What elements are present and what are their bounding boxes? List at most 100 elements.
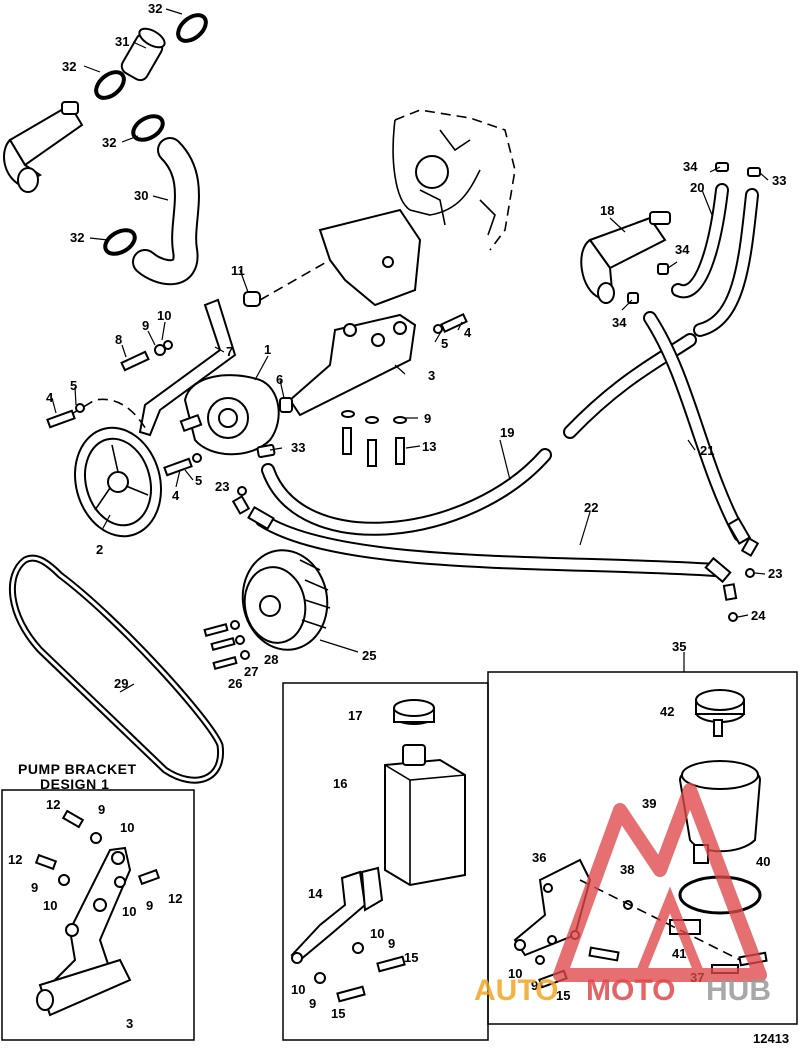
callout-9: 9 (388, 936, 395, 951)
engine-block-outline (392, 109, 516, 251)
watermark-moto: MOTO (586, 974, 675, 1007)
figure-number: 12413 (753, 1031, 789, 1046)
bracket-7 (138, 298, 237, 437)
callout-1: 1 (264, 342, 271, 357)
callout-34: 34 (675, 242, 690, 257)
watermark-logo (553, 783, 767, 982)
callout-labels: 32 31 32 32 30 32 11 10 9 8 7 1 6 5 4 5 … (8, 1, 786, 1031)
callout-8: 8 (115, 332, 122, 347)
callout-12: 12 (168, 891, 182, 906)
power-steering-pump-1 (179, 374, 280, 456)
callout-15: 15 (331, 1006, 345, 1021)
thermostat-housing (3, 101, 84, 193)
callout-30: 30 (134, 188, 148, 203)
hose-19 (261, 333, 697, 536)
callout-14: 14 (308, 886, 323, 901)
callout-19: 19 (500, 425, 514, 440)
reservoir-18 (580, 211, 671, 304)
callout-32: 32 (70, 230, 84, 245)
spacer-11 (243, 291, 261, 307)
callout-2: 2 (96, 542, 103, 557)
callout-4: 4 (464, 325, 472, 340)
pump-bracket-3 (288, 208, 422, 417)
hose-clamps-32 (94, 13, 208, 256)
bolts-and-washers (46, 162, 761, 622)
callout-32: 32 (62, 59, 76, 74)
callout-20: 20 (690, 180, 704, 195)
callout-5: 5 (70, 378, 77, 393)
watermark-auto: AUTO (474, 974, 558, 1007)
callout-10: 10 (157, 308, 171, 323)
inset-box-pump-bracket (1, 789, 195, 1041)
watermark-text: AUTO MOTO HUB (474, 974, 771, 1007)
cap-17 (393, 699, 435, 725)
callout-25: 25 (362, 648, 376, 663)
pulley-25 (241, 549, 331, 651)
callout-10: 10 (120, 820, 134, 835)
callout-21: 21 (700, 443, 714, 458)
callout-10: 10 (43, 898, 57, 913)
reservoir-16 (384, 744, 466, 887)
bolts-26-27-28 (203, 620, 250, 670)
callout-7: 7 (226, 344, 233, 359)
callout-34: 34 (683, 159, 698, 174)
callout-23: 23 (215, 479, 229, 494)
callout-16: 16 (333, 776, 347, 791)
callout-10: 10 (508, 966, 522, 981)
hose-21 (643, 311, 747, 542)
hose-fittings (231, 495, 760, 601)
callout-5: 5 (441, 336, 448, 351)
callout-26: 26 (228, 676, 242, 691)
inset-box-reservoir-kit (487, 671, 798, 1025)
alignment-line-4 (69, 398, 149, 433)
callout-10: 10 (370, 926, 384, 941)
bracket-design-1 (34, 809, 161, 1017)
callout-12: 12 (46, 797, 60, 812)
watermark-triangle-icon (553, 783, 767, 982)
hose-31 (120, 27, 166, 82)
callout-23: 23 (768, 566, 782, 581)
callout-10: 10 (291, 982, 305, 997)
callout-38: 38 (620, 862, 634, 877)
callout-11: 11 (231, 263, 245, 278)
callout-32: 32 (102, 135, 116, 150)
cap-42 (695, 689, 745, 737)
callout-40: 40 (756, 854, 770, 869)
callout-15: 15 (556, 988, 570, 1003)
callout-15: 15 (404, 950, 418, 965)
callout-29: 29 (114, 676, 128, 691)
spacer-6 (279, 397, 293, 413)
callout-39: 39 (642, 796, 656, 811)
watermark-hub: HUB (706, 974, 771, 1007)
callout-18: 18 (600, 203, 614, 218)
callout-33: 33 (772, 173, 786, 188)
callout-9: 9 (31, 880, 38, 895)
callout-9: 9 (424, 411, 431, 426)
callout-9: 9 (142, 318, 149, 333)
callout-42: 42 (660, 704, 674, 719)
callout-13: 13 (422, 439, 436, 454)
callout-32: 32 (148, 1, 162, 16)
callout-9: 9 (98, 802, 105, 817)
callout-9: 9 (146, 898, 153, 913)
callout-3: 3 (428, 368, 435, 383)
callout-6: 6 (276, 372, 283, 387)
bracket-14 (290, 866, 406, 1003)
callout-12: 12 (8, 852, 22, 867)
alignment-line-11 (259, 259, 331, 301)
callout-10: 10 (122, 904, 136, 919)
callout-28: 28 (264, 652, 278, 667)
callout-9: 9 (309, 996, 316, 1011)
hose-30 (132, 137, 200, 286)
callout-9: 9 (531, 978, 538, 993)
inset-title-line2: DESIGN 1 (40, 776, 109, 792)
callout-41: 41 (672, 946, 686, 961)
hose-22 (255, 513, 722, 577)
callout-36: 36 (532, 850, 546, 865)
drive-belt-29 (9, 554, 225, 784)
pulley-2 (74, 426, 162, 538)
callout-24: 24 (751, 608, 766, 623)
leader-lines (51, 8, 769, 693)
